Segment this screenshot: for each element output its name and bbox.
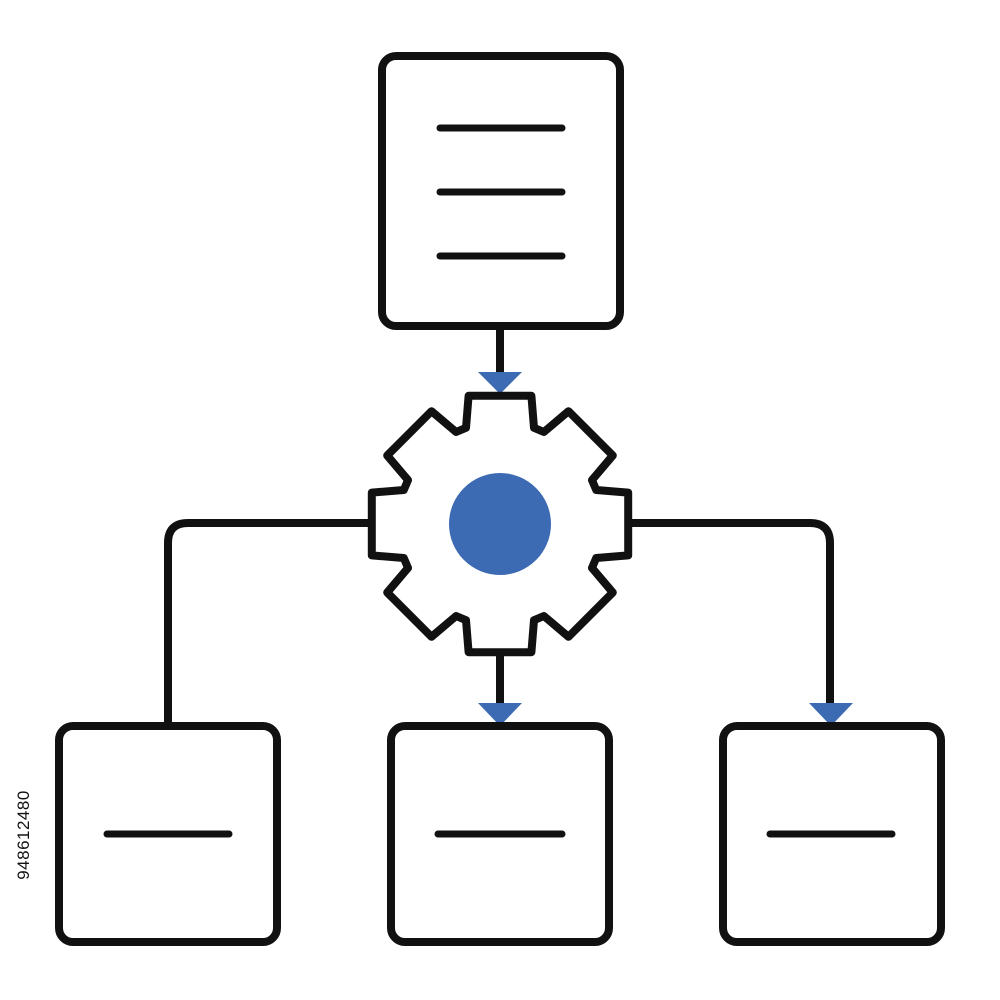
output-box-center [387, 722, 613, 946]
connector-gear-to-right-box [628, 519, 834, 708]
gear-hub [449, 473, 551, 575]
arrowhead-to-gear [478, 372, 522, 394]
arrowhead-to-center-box [478, 703, 522, 726]
gear-icon [367, 391, 633, 657]
output-box-left [55, 722, 281, 946]
stock-id-watermark: 948612480 [14, 790, 33, 880]
connector-gear-to-left-box [164, 519, 372, 728]
document-icon [378, 52, 624, 330]
output-box-right [719, 722, 945, 946]
arrowhead-to-right-box [809, 703, 853, 726]
